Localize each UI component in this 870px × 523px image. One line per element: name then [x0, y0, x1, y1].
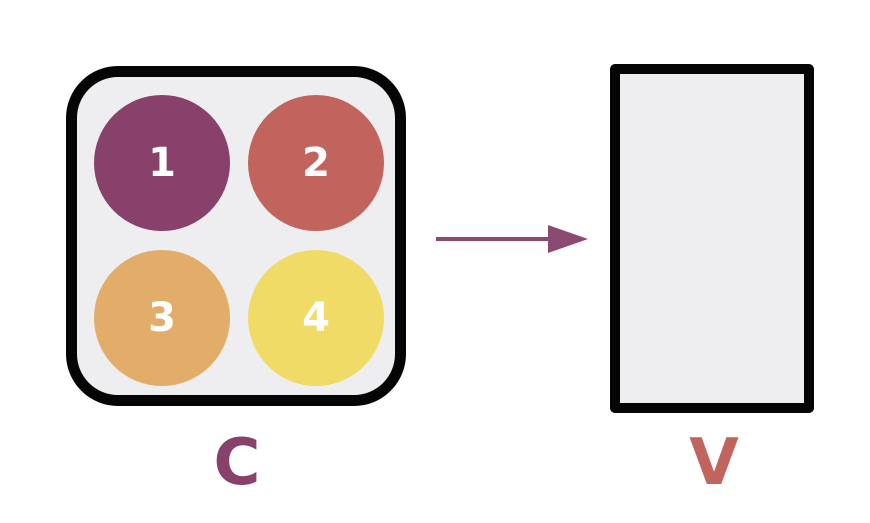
- cell-3-number: 3: [148, 295, 176, 341]
- cell-2-number: 2: [302, 140, 330, 186]
- matrix-cell-1: 1: [94, 95, 230, 231]
- matrix-cell-4: 4: [248, 250, 384, 386]
- vector-container: [610, 64, 814, 413]
- matrix-cell-2: 2: [248, 95, 384, 231]
- arrow-head: [548, 225, 588, 253]
- right-arrow-icon: [436, 225, 588, 253]
- vector-label: V: [689, 426, 739, 500]
- matrix-label: C: [213, 426, 261, 500]
- cell-4-number: 4: [302, 295, 330, 341]
- matrix-cell-3: 3: [94, 250, 230, 386]
- matrix-container: 1 2 3 4: [66, 66, 406, 406]
- cell-1-number: 1: [148, 140, 176, 186]
